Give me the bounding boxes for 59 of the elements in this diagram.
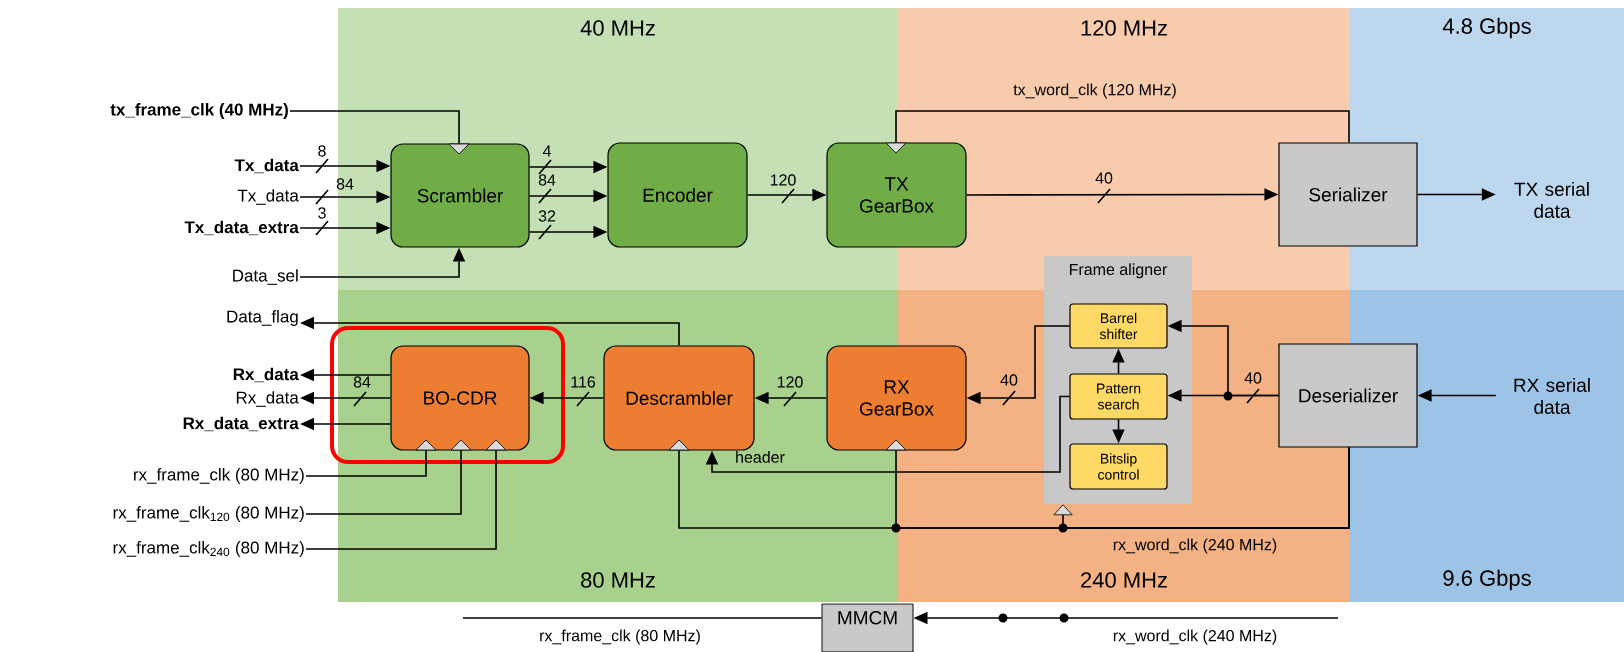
connector: [289, 110, 460, 145]
signal-label: Tx_data: [237, 189, 299, 205]
process-box: Encoder: [607, 142, 748, 248]
connector: [305, 449, 462, 515]
connector: [305, 449, 497, 550]
connector: [305, 449, 427, 477]
connector: [705, 395, 1071, 473]
edge-label: 120: [770, 174, 796, 186]
connector: [462, 617, 823, 619]
process-box: BO-CDR: [390, 345, 530, 451]
frequency-label: 4.8 Gbps: [1442, 17, 1531, 39]
frequency-label: 80 MHz: [581, 572, 655, 588]
signal-label: rx_frame_clk (80 MHz): [134, 468, 304, 484]
edge-label: 40: [1000, 374, 1018, 386]
edge-label: 84: [353, 376, 371, 388]
edge-label: 84: [336, 178, 354, 190]
edge-label: tx_word_clk (120 MHz): [1013, 83, 1176, 99]
process-box: Descrambler: [603, 345, 755, 451]
frequency-label: 240 MHz: [1081, 572, 1167, 588]
edge-label: rx_word_clk (240 MHz): [1113, 629, 1277, 645]
signal-label: Data_sel: [233, 269, 298, 285]
edge-label: header: [736, 451, 785, 463]
frequency-label: 9.6 Gbps: [1443, 569, 1531, 591]
highlight-frame: [330, 326, 565, 464]
signal-label: rx_frame_clk$_{240}$ (80 MHz): [113, 541, 304, 557]
edge-label: 120: [777, 376, 803, 388]
edge-label: 84: [538, 174, 556, 186]
signal-label: tx_frame_clk (40 MHz): [110, 103, 288, 119]
process-box: RX GearBox: [826, 345, 967, 451]
signal-label: RX serial data: [1514, 378, 1590, 414]
process-box: MMCM: [821, 603, 914, 652]
signal-label: Tx_data: [234, 158, 299, 174]
edge-label: 40: [1244, 372, 1262, 384]
signal-label: Data_flag: [227, 310, 298, 326]
signal-label: Rx_data_extra: [183, 416, 299, 432]
signal-label: TX serial data: [1514, 182, 1589, 218]
frequency-label: 120 MHz: [1081, 20, 1167, 36]
edge-label: 116: [571, 376, 596, 388]
edge-label: 4: [542, 145, 551, 157]
process-box: Serializer: [1278, 142, 1418, 247]
edge-label: 40: [1095, 172, 1113, 184]
frequency-label: 40 MHz: [580, 20, 655, 36]
edge-label: rx_frame_clk (80 MHz): [540, 629, 700, 645]
signal-label: Tx_data_extra: [184, 220, 299, 236]
process-box: Scrambler: [390, 143, 530, 248]
process-box: Barrel shifter: [1069, 303, 1168, 349]
connector: [1053, 446, 1350, 533]
signal-label: Rx_data: [233, 367, 299, 383]
edge-label: 3: [318, 207, 326, 219]
connector: [895, 110, 1350, 144]
process-box: Bitslip control: [1069, 443, 1168, 490]
edge-label: 8: [318, 145, 326, 157]
process-box: Deserializer: [1278, 343, 1418, 448]
signal-label: Rx_data: [236, 391, 299, 407]
edge-label: rx_word_clk (240 MHz): [1113, 538, 1277, 554]
process-box: TX GearBox: [826, 142, 967, 248]
edge-label: 32: [538, 210, 556, 222]
process-box: Pattern search: [1069, 373, 1168, 420]
signal-label: rx_frame_clk$_{120}$ (80 MHz): [113, 506, 304, 522]
